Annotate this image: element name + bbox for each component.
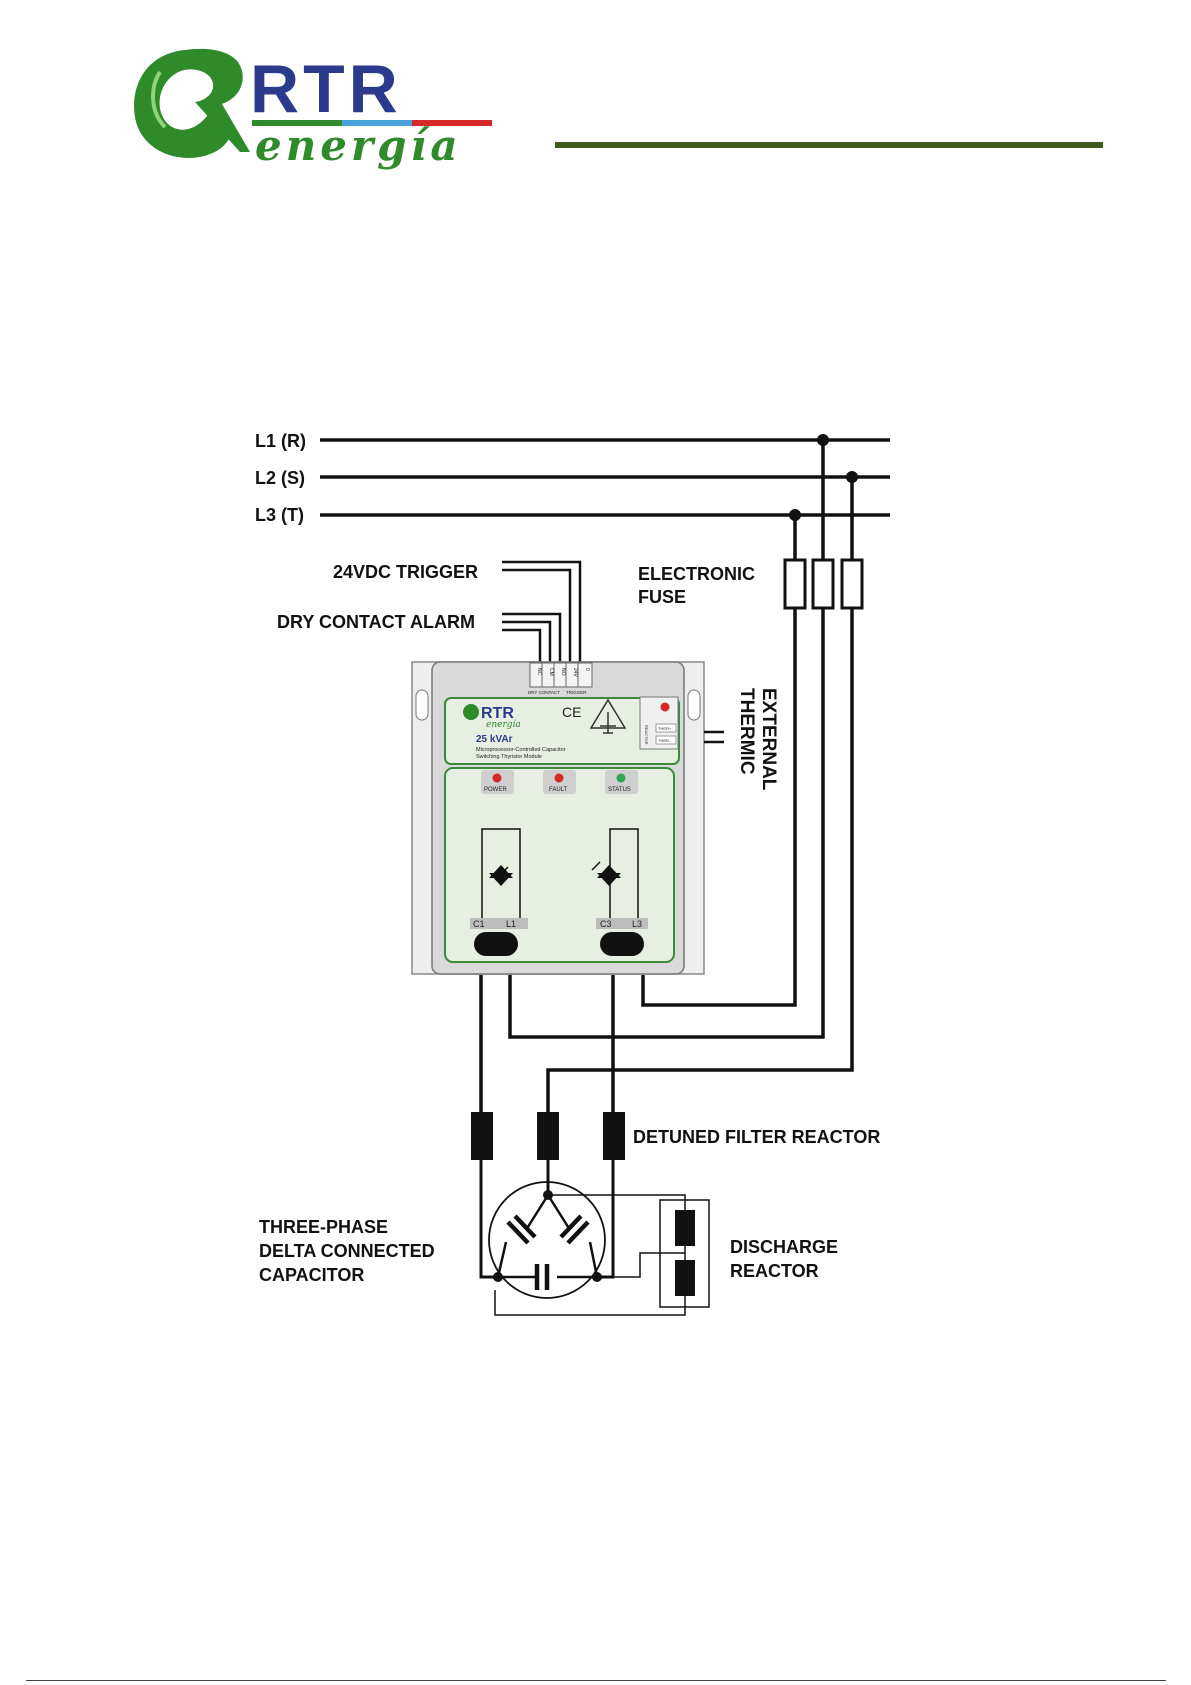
label-l3: L3 (T) (255, 505, 304, 525)
logo-bar-green (252, 120, 342, 126)
label-thermic-2: THERMIC (736, 688, 757, 775)
term-plus: 24V (572, 668, 578, 678)
rtr-energia-logo: RTR energía (134, 48, 492, 170)
phase-lines (320, 438, 890, 517)
electronic-fuses (783, 558, 864, 610)
led-power-label: POWER (484, 787, 507, 793)
led-status (616, 773, 626, 783)
nameplate (444, 697, 680, 765)
logo-sub: energía (255, 121, 462, 170)
label-thermic-1: EXTERNAL (758, 688, 779, 791)
term-no: NO (560, 668, 566, 676)
led-power (492, 773, 502, 783)
thermic-plus: THER+ (658, 726, 672, 731)
discharge-wiring (494, 1194, 686, 1316)
logo-bar-red (412, 120, 492, 126)
label-l1: L1 (R) (255, 431, 306, 451)
term-c1: C1 (473, 919, 485, 929)
term-nc: NC (536, 668, 542, 676)
label-l2: L2 (S) (255, 468, 305, 488)
thermic-reactor-text: REACTOR (644, 725, 649, 745)
nameplate-sub: energía (486, 719, 521, 730)
main-panel (444, 767, 675, 963)
label-fuse-1: ELECTRONIC (638, 564, 755, 584)
term-dry-contact: DRY CONTACT (528, 690, 560, 695)
label-alarm: DRY CONTACT ALARM (277, 612, 475, 632)
nameplate-brand: RTR (481, 705, 514, 722)
output-wires (479, 975, 615, 1112)
thermic-minus: THER- (658, 738, 671, 743)
capacitor-plates (506, 1214, 590, 1290)
term-c3: C3 (600, 919, 612, 929)
recycle-symbol (589, 698, 627, 734)
label-cap-2: DELTA CONNECTED (259, 1241, 435, 1261)
led-fault (554, 773, 564, 783)
term-zero: 0 (584, 668, 590, 671)
label-cap-3: CAPACITOR (259, 1265, 364, 1285)
label-fuse-2: FUSE (638, 587, 686, 607)
logo-brand: RTR (250, 51, 402, 127)
discharge-reactor (675, 1210, 695, 1296)
label-cap-1: THREE-PHASE (259, 1217, 388, 1237)
terminal-pad-right (600, 932, 644, 956)
thyristor-module: NC CM NO 24V 0 DRY CONTACT TRIGGER RTR e… (411, 661, 705, 975)
header-rule (555, 142, 1103, 148)
led-status-label: STATUS (608, 787, 631, 793)
delta-capacitor (496, 1194, 599, 1279)
logo-swoosh (134, 48, 250, 158)
label-discharge-2: REACTOR (730, 1261, 819, 1281)
filter-reactors (471, 1112, 625, 1160)
term-cm: CM (548, 668, 554, 676)
nameplate-rating: 25 kVAr (476, 734, 513, 745)
label-discharge-1: DISCHARGE (730, 1237, 838, 1257)
footer-line (26, 1680, 1166, 1681)
discharge-box (659, 1199, 710, 1308)
fuse-feeds (508, 440, 854, 1112)
logo-bar-blue (342, 120, 412, 126)
nameplate-desc-2: Switching Thyristor Module (476, 754, 542, 760)
label-trigger: 24VDC TRIGGER (333, 562, 478, 582)
term-trigger: TRIGGER (566, 690, 587, 695)
term-l1: L1 (506, 919, 516, 929)
nameplate-ce: CE (562, 704, 581, 720)
label-reactor: DETUNED FILTER REACTOR (633, 1127, 880, 1147)
control-wires (502, 560, 582, 663)
terminal-pad-left (474, 932, 518, 956)
nameplate-desc-1: Microprocessor-Controlled Capacitor (476, 747, 566, 753)
capacitor-circle (488, 1181, 606, 1299)
thermic-wires (704, 730, 724, 744)
term-l3: L3 (632, 919, 642, 929)
led-fault-label: FAULT (549, 787, 568, 793)
